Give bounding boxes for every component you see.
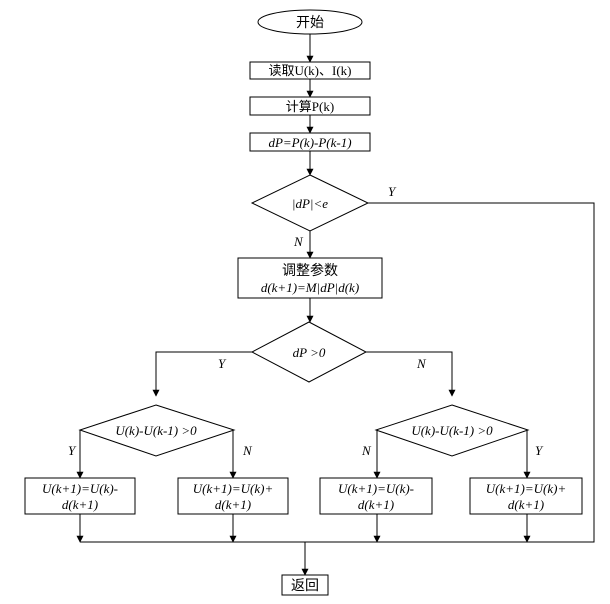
label-right-yes: Y — [535, 443, 544, 458]
node-cond-dp[interactable]: dP >0 — [250, 321, 368, 383]
edge-labels: Y N Y N Y N N Y — [68, 184, 544, 458]
node-cond-abs[interactable]: |dP|<e — [250, 174, 370, 232]
cond-u-left-label: U(k)-U(k-1) >0 — [115, 423, 197, 438]
box4-line1: U(k+1)=U(k)+ — [486, 481, 566, 496]
cond-dp-label: dP >0 — [293, 345, 326, 360]
label-left-no: N — [242, 443, 253, 458]
node-diff[interactable]: dP=P(k)-P(k-1) — [249, 132, 371, 152]
box2-line1: U(k+1)=U(k)+ — [193, 481, 273, 496]
edge-dp-no — [366, 351, 456, 397]
node-cond-u-right[interactable]: U(k)-U(k-1) >0 — [374, 404, 530, 457]
box2-line2: d(k+1) — [215, 497, 251, 512]
cond-abs-label: |dP|<e — [292, 196, 328, 211]
end-label: 返回 — [291, 578, 319, 594]
read-label: 读取U(k)、I(k) — [268, 63, 351, 78]
cond-u-right-label: U(k)-U(k-1) >0 — [411, 423, 493, 438]
label-right-no: N — [361, 443, 372, 458]
edge-dp-yes — [152, 351, 252, 397]
edges — [76, 34, 595, 576]
node-cond-u-left[interactable]: U(k)-U(k-1) >0 — [78, 404, 236, 457]
box1-line2: d(k+1) — [62, 497, 98, 512]
label-left-yes: Y — [68, 443, 77, 458]
label-abs-no: N — [293, 234, 304, 249]
adjust-formula: d(k+1)=M|dP|d(k) — [261, 280, 359, 295]
node-box-3[interactable]: U(k+1)=U(k)- d(k+1) — [319, 477, 433, 515]
node-adjust[interactable]: 调整参数 d(k+1)=M|dP|d(k) — [237, 257, 383, 299]
box4-line2: d(k+1) — [508, 497, 544, 512]
node-box-2[interactable]: U(k+1)=U(k)+ d(k+1) — [177, 477, 289, 515]
calc-label: 计算P(k) — [286, 99, 334, 114]
start-label: 开始 — [296, 15, 324, 31]
box3-line1: U(k+1)=U(k)- — [338, 481, 414, 496]
label-dp-yes: Y — [218, 356, 227, 371]
label-abs-yes: Y — [388, 184, 397, 199]
node-box-1[interactable]: U(k+1)=U(k)- d(k+1) — [24, 477, 136, 515]
diff-label: dP=P(k)-P(k-1) — [268, 135, 351, 150]
adjust-title: 调整参数 — [282, 262, 338, 279]
box1-line1: U(k+1)=U(k)- — [42, 481, 118, 496]
node-box-4[interactable]: U(k+1)=U(k)+ d(k+1) — [469, 477, 583, 515]
node-read[interactable]: 读取U(k)、I(k) — [249, 61, 371, 80]
label-dp-no: N — [416, 356, 427, 371]
node-end[interactable]: 返回 — [281, 574, 329, 596]
node-start[interactable]: 开始 — [257, 9, 363, 35]
box3-line2: d(k+1) — [358, 497, 394, 512]
node-calc[interactable]: 计算P(k) — [249, 96, 371, 116]
